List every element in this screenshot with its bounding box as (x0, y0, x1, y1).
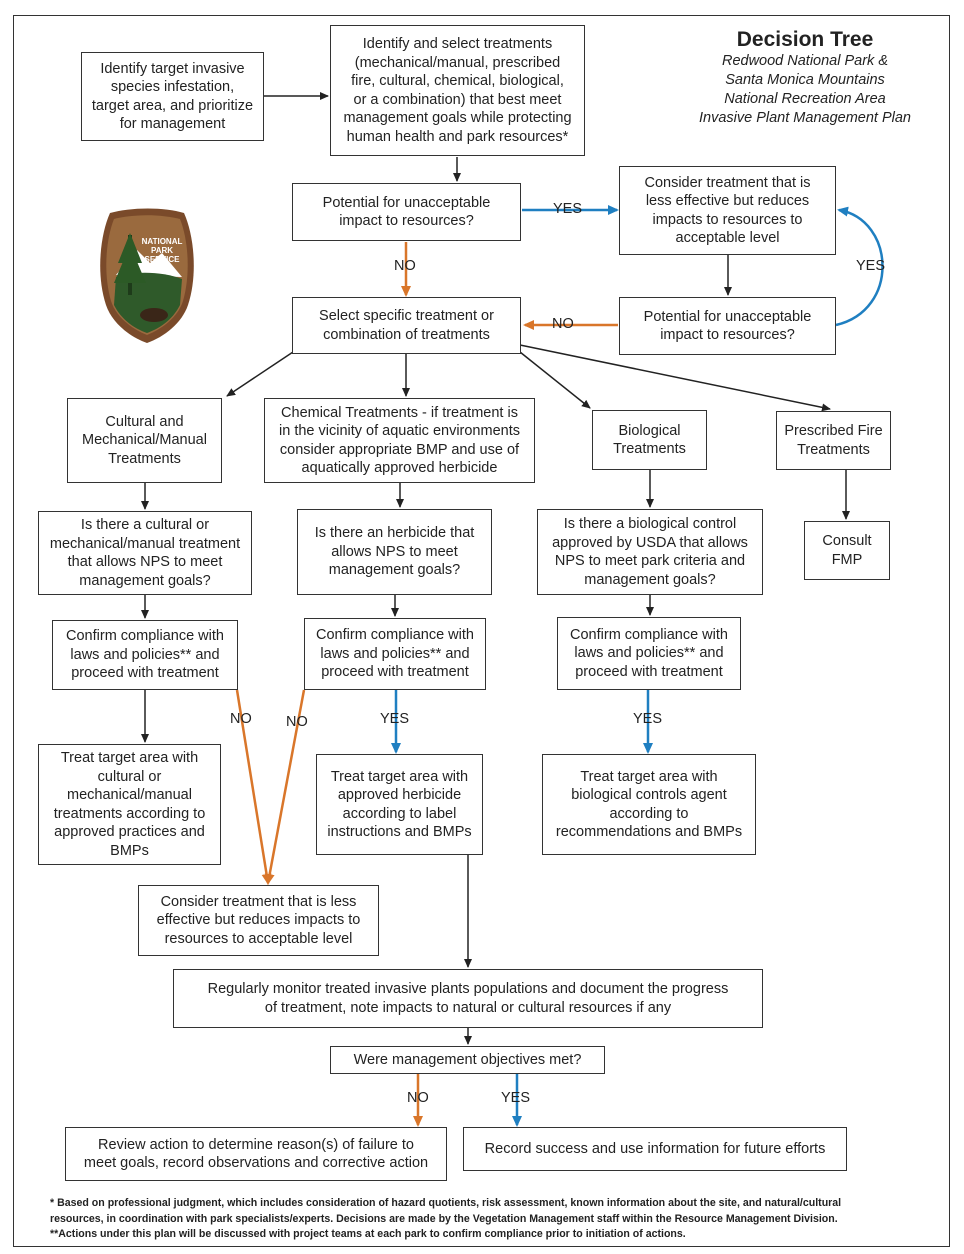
label-no-2: NO (552, 316, 574, 332)
arrow-select-to-bio (519, 351, 591, 409)
arrow-select-to-cultural (226, 351, 294, 397)
node-confirm-compliance-2: Confirm compliance with laws and policie… (304, 618, 486, 690)
node-confirm-compliance-1: Confirm compliance with laws and policie… (52, 620, 238, 690)
node-identify-target: Identify target invasive species infesta… (81, 52, 264, 141)
node-potential-impact-2: Potential for unacceptable impact to res… (619, 297, 836, 355)
title-line3: National Recreation Area (724, 91, 886, 107)
footnotes: * Based on professional judgment, which … (50, 1196, 940, 1243)
label-no-4: NO (286, 714, 308, 730)
label-yes-3: YES (380, 711, 410, 727)
no-arrow-confirm1 (235, 689, 272, 885)
node-treat-cultural: Treat target area with cultural or mecha… (38, 744, 221, 865)
node-potential-impact-1: Potential for unacceptable impact to res… (292, 183, 521, 241)
node-consider-less-effective-2: Consider treatment that is less effectiv… (138, 885, 379, 956)
yes-arrow-potential2-loop (835, 206, 884, 327)
node-biological-treatments: Biological Treatments (592, 410, 707, 470)
label-no-5: NO (407, 1090, 429, 1106)
page-frame (13, 15, 950, 1247)
diagram-title: Decision Tree Redwood National Park & Sa… (660, 28, 950, 128)
node-objectives-met: Were management objectives met? (330, 1046, 605, 1074)
node-question-biological: Is there a biological control approved b… (537, 509, 763, 595)
title-line4: Invasive Plant Management Plan (699, 110, 911, 126)
label-yes-5: YES (501, 1090, 531, 1106)
label-yes-1: YES (553, 201, 583, 217)
node-consider-less-effective: Consider treatment that is less effectiv… (619, 166, 836, 255)
footnote-line-3: **Actions under this plan will be discus… (50, 1228, 686, 1240)
footnote-line-1: * Based on professional judgment, which … (50, 1197, 842, 1209)
node-cultural-treatments: Cultural and Mechanical/Manual Treatment… (67, 398, 222, 483)
label-no-1: NO (394, 258, 416, 274)
node-record-success: Record success and use information for f… (463, 1127, 847, 1171)
node-confirm-compliance-3: Confirm compliance with laws and policie… (557, 617, 741, 690)
arrow-select-to-fire (519, 344, 831, 412)
node-select-specific: Select specific treatment or combination… (292, 297, 521, 354)
arrowhead-icon (100, 208, 194, 343)
node-review-action: Review action to determine reason(s) of … (65, 1127, 447, 1181)
logo-text-service: SERVICE (144, 255, 180, 264)
title-line1: Redwood National Park & (721, 53, 889, 69)
nps-arrowhead-logo: NATIONAL PARK SERVICE (92, 205, 202, 345)
logo-text-park: PARK (150, 246, 174, 255)
node-identify-select: Identify and select treatments (mechanic… (330, 25, 585, 156)
title-line2: Santa Monica Mountains (725, 72, 885, 88)
node-question-herbicide: Is there an herbicide that allows NPS to… (297, 509, 492, 595)
footnote-line-2: resources, in coordination with park spe… (50, 1212, 838, 1225)
title-heading: Decision Tree (736, 28, 874, 51)
label-no-3: NO (230, 711, 252, 727)
label-yes-4: YES (633, 711, 663, 727)
node-treat-herbicide: Treat target area with approved herbicid… (316, 754, 483, 855)
node-consult-fmp: Consult FMP (804, 521, 890, 580)
no-arrow-confirm2 (264, 689, 306, 885)
node-chemical-treatments: Chemical Treatments - if treatment is in… (264, 398, 535, 483)
node-prescribed-fire: Prescribed Fire Treatments (776, 411, 891, 470)
node-monitor: Regularly monitor treated invasive plant… (173, 969, 763, 1028)
node-question-cultural: Is there a cultural or mechanical/manual… (38, 511, 252, 595)
label-yes-2: YES (856, 258, 886, 274)
logo-text-national: NATIONAL (141, 237, 183, 246)
node-treat-biological: Treat target area with biological contro… (542, 754, 756, 855)
